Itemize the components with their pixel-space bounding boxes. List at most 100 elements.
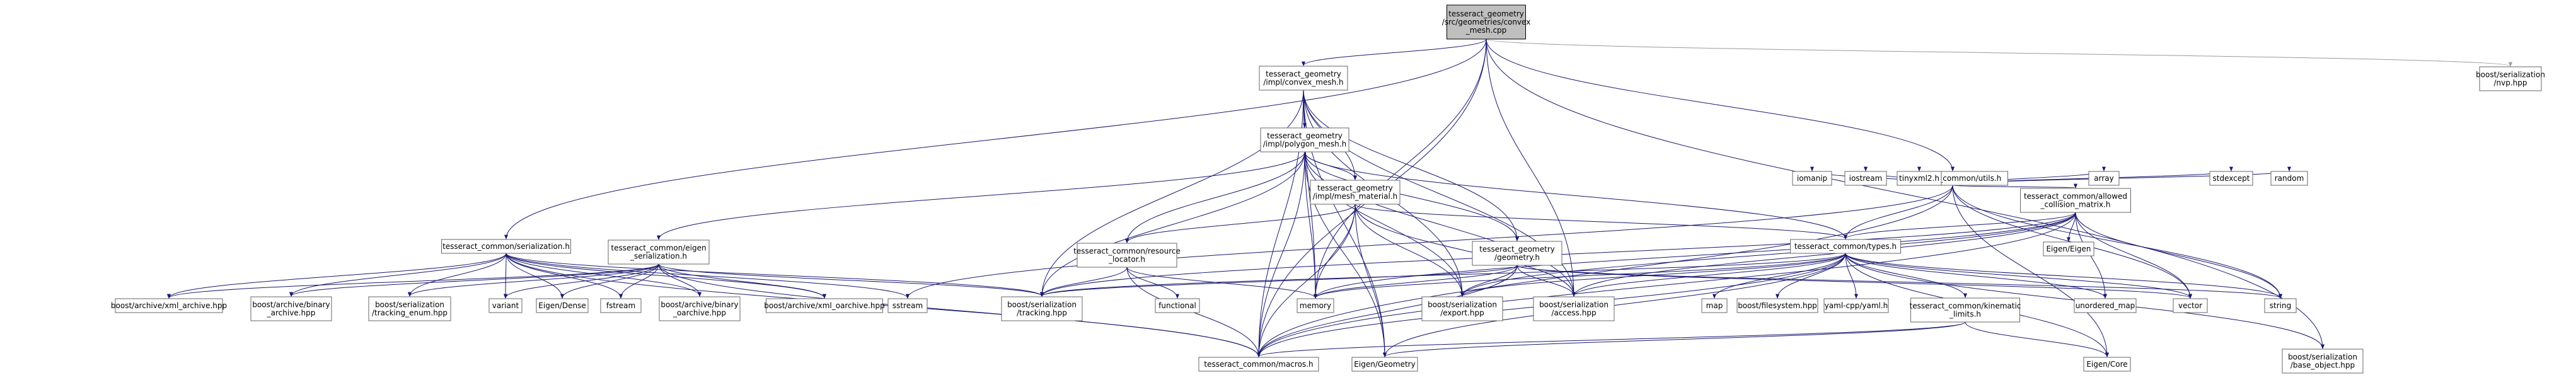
node-fstream[interactable]: fstream xyxy=(600,298,642,313)
node-label: /src/geometries/convex xyxy=(1442,18,1531,26)
node-macros[interactable]: tesseract_common/macros.h xyxy=(1198,357,1319,372)
node-pm[interactable]: tesseract_geometry/impl/polygon_mesh.h xyxy=(1260,127,1349,153)
node-label: boost/serialization xyxy=(1007,301,1077,309)
node-umap[interactable]: unordered_map xyxy=(2074,298,2137,313)
node-rl[interactable]: tesseract_common/resource_locator.h xyxy=(1073,243,1181,268)
edge-acm-to-types xyxy=(1844,212,2076,239)
node-yaml[interactable]: yaml-cpp/yaml.h xyxy=(1823,298,1889,313)
node-label: _serialization.h xyxy=(630,252,687,261)
node-iostream[interactable]: iostream xyxy=(1844,171,1887,186)
edge-types-to-vector xyxy=(1845,253,2192,299)
node-label: tinyxml2.h xyxy=(1899,174,1939,183)
node-box xyxy=(368,296,451,321)
edge-eser-to-trEnum xyxy=(408,263,659,297)
node-box xyxy=(766,298,883,313)
node-functional[interactable]: functional xyxy=(1155,298,1200,313)
node-box xyxy=(1533,296,1615,321)
node-types[interactable]: tesseract_common/types.h xyxy=(1790,239,1901,254)
node-label: /tracking.hpp xyxy=(1017,309,1067,318)
node-box xyxy=(1844,171,1887,186)
node-access[interactable]: boost/serialization/access.hpp xyxy=(1533,296,1615,321)
node-mm[interactable]: tesseract_geometry/impl/mesh_material.h xyxy=(1310,180,1401,205)
edge-eser-to-xmlOA xyxy=(658,263,826,299)
edge-mm-to-eGeom xyxy=(1354,204,1387,357)
node-box xyxy=(250,296,332,321)
node-box xyxy=(1155,298,1200,313)
node-memory[interactable]: memory xyxy=(1297,298,1334,313)
node-box xyxy=(1897,171,1942,186)
node-label: tesseract_common/types.h xyxy=(1794,242,1897,251)
node-ser[interactable]: tesseract_common/serialization.h xyxy=(441,239,571,254)
node-variant[interactable]: variant xyxy=(488,298,523,313)
node-eDense[interactable]: Eigen/Dense xyxy=(536,298,589,313)
edge-layer xyxy=(167,38,2512,357)
node-label: tesseract_geometry xyxy=(1317,184,1393,193)
node-xmlA[interactable]: boost/archive/xml_archive.hpp xyxy=(111,298,227,313)
edge-ser-to-tracking xyxy=(505,253,1044,297)
node-label: _limits.h xyxy=(1949,310,1981,319)
node-eGeom[interactable]: Eigen/Geometry xyxy=(1351,357,1418,372)
node-iomanip[interactable]: iomanip xyxy=(1792,171,1832,186)
node-eCore[interactable]: Eigen/Core xyxy=(2083,357,2131,372)
node-acm[interactable]: tesseract_common/allowed_collision_matri… xyxy=(2020,188,2131,213)
node-trEnum[interactable]: boost/serialization/tracking_enum.hpp xyxy=(368,296,451,321)
node-array[interactable]: array xyxy=(2088,171,2120,186)
node-box xyxy=(1910,297,2020,323)
node-box xyxy=(2043,241,2094,256)
node-box xyxy=(2088,171,2120,186)
node-label: iomanip xyxy=(1797,174,1827,183)
node-layer: tesseract_geometry/src/geometries/convex… xyxy=(111,4,2545,374)
node-vector[interactable]: vector xyxy=(2173,298,2208,313)
node-tinyxml[interactable]: tinyxml2.h xyxy=(1897,171,1942,186)
node-random[interactable]: random xyxy=(2270,171,2308,186)
node-label: tesseract_geometry xyxy=(1479,245,1555,254)
node-label: memory xyxy=(1300,301,1331,310)
node-label: vector xyxy=(2178,301,2202,310)
edge-kl-to-macros xyxy=(1257,321,1966,357)
node-eser[interactable]: tesseract_common/eigen_serialization.h xyxy=(608,239,710,265)
node-xmlOA[interactable]: boost/archive/xml_oarchive.hpp xyxy=(764,298,885,313)
node-label: /export.hpp xyxy=(1440,309,1484,318)
edge-ser-to-binA xyxy=(289,253,507,297)
node-box xyxy=(2270,171,2308,186)
node-label: iostream xyxy=(1849,174,1883,183)
node-binA2[interactable]: boost/archive/binary_oarchive.hpp xyxy=(659,296,741,321)
node-string[interactable]: string xyxy=(2264,298,2297,313)
node-box xyxy=(1701,298,1728,313)
node-box xyxy=(1421,296,1503,321)
edge-eser-to-eDense xyxy=(560,263,659,299)
edge-pm-to-eser xyxy=(657,151,1305,240)
node-tracking[interactable]: boost/serialization/tracking.hpp xyxy=(1001,296,1083,321)
node-map[interactable]: map xyxy=(1701,298,1728,313)
edge-eser-to-binA xyxy=(289,263,659,297)
node-sstream[interactable]: sstream xyxy=(887,298,928,313)
node-bfs[interactable]: boost/filesystem.hpp xyxy=(1736,298,1818,313)
node-label: tesseract_common/kinematic xyxy=(1910,302,2021,311)
node-box xyxy=(441,239,571,254)
node-baseObj[interactable]: boost/serialization/base_object.hpp xyxy=(2282,348,2364,374)
node-label: tesseract_common/serialization.h xyxy=(442,242,570,251)
node-box xyxy=(887,298,928,313)
node-label: boost/serialization xyxy=(1539,301,1609,309)
node-box xyxy=(536,298,589,313)
node-export[interactable]: boost/serialization/export.hpp xyxy=(1421,296,1503,321)
node-box xyxy=(2282,348,2364,374)
node-box xyxy=(2083,357,2131,372)
edge-types-to-export xyxy=(1460,253,1846,297)
node-nvp[interactable]: boost/serialization/nvp.hpp xyxy=(2476,66,2545,91)
edge-eser-to-xmlA xyxy=(167,263,659,299)
node-label: tesseract_geometry xyxy=(1266,70,1341,79)
node-box xyxy=(1297,298,1334,313)
node-label: boost/archive/binary xyxy=(252,301,330,309)
node-label: string xyxy=(2270,301,2291,310)
node-eEigen[interactable]: Eigen/Eigen xyxy=(2043,241,2094,256)
node-kl[interactable]: tesseract_common/kinematic_limits.h xyxy=(1910,297,2021,323)
node-cm[interactable]: tesseract_geometry/impl/convex_mesh.h xyxy=(1259,66,1348,91)
node-geo[interactable]: tesseract_geometry/geometry.h xyxy=(1472,241,1562,266)
node-label: boost/serialization xyxy=(375,301,444,309)
node-stdexcept[interactable]: stdexcept xyxy=(2209,171,2253,186)
node-box xyxy=(1001,296,1083,321)
node-label: fstream xyxy=(606,301,635,310)
node-binA[interactable]: boost/archive/binary_archive.hpp xyxy=(250,296,332,321)
edge-types-to-bfs xyxy=(1776,253,1846,299)
